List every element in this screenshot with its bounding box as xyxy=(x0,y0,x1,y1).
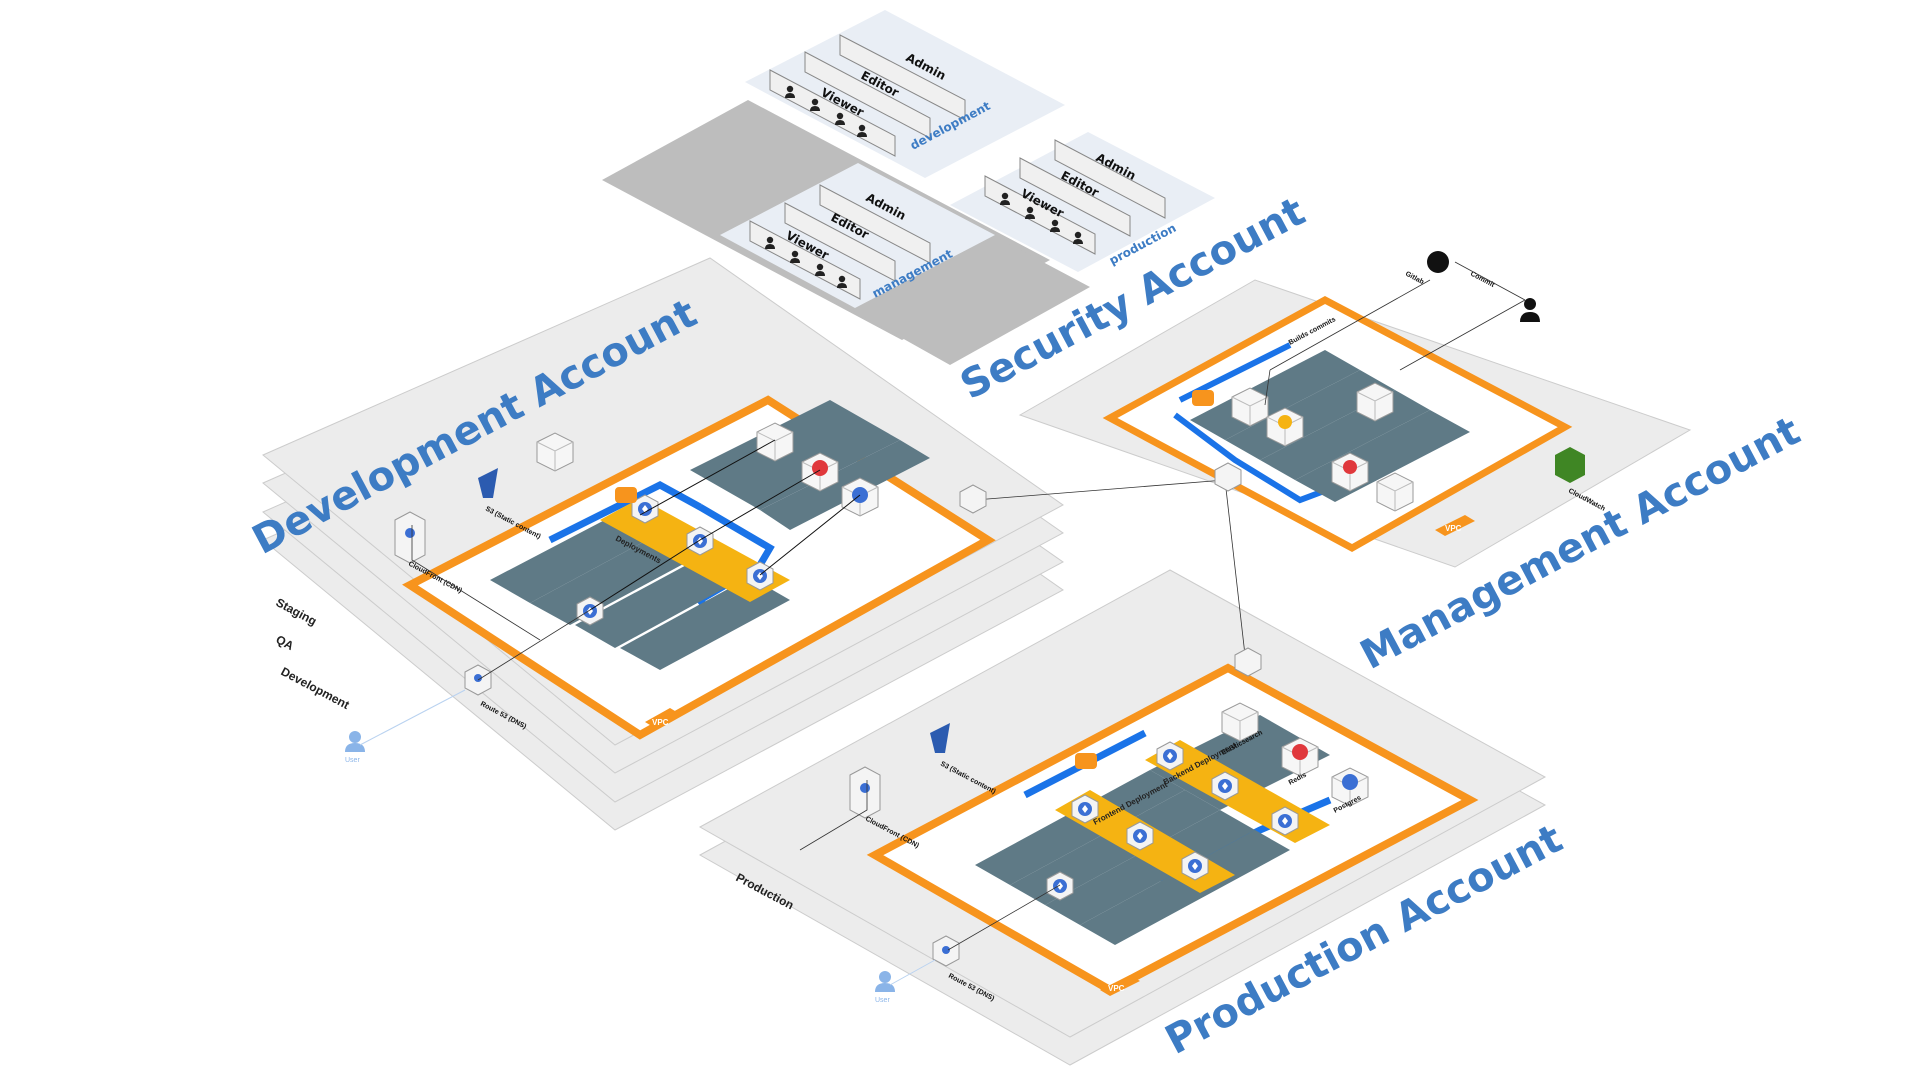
mgmt-gitlab-label: Gitlab xyxy=(1404,271,1425,286)
dev-user: User xyxy=(345,731,365,764)
mgmt-gitlab: Gitlab xyxy=(1404,251,1449,286)
dev-vpc-label: VPC xyxy=(652,718,669,727)
prod-user-label: User xyxy=(875,997,890,1004)
dev-env-development: Development xyxy=(279,664,352,712)
prod-vpc-label: VPC xyxy=(1108,984,1125,993)
dev-env-staging: Staging xyxy=(274,595,319,628)
vpc-peering-links xyxy=(959,462,1262,677)
security-panel-development xyxy=(745,10,1065,178)
mgmt-vpc-label: VPC xyxy=(1445,524,1462,533)
prod-user: User xyxy=(875,971,895,1004)
iam-groups-production: Admin Editor Viewer production xyxy=(984,139,1178,268)
mgmt-developer-icon xyxy=(1520,298,1540,322)
dev-user-label: User xyxy=(345,757,360,764)
security-floor-bottom xyxy=(852,235,1090,365)
security-panel-management xyxy=(720,163,995,308)
dev-env-qa: QA xyxy=(274,632,297,653)
production-account: Frontend Deployment Backend Deployment E… xyxy=(698,569,1570,1066)
mgmt-commit-label: Commit xyxy=(1469,271,1496,290)
